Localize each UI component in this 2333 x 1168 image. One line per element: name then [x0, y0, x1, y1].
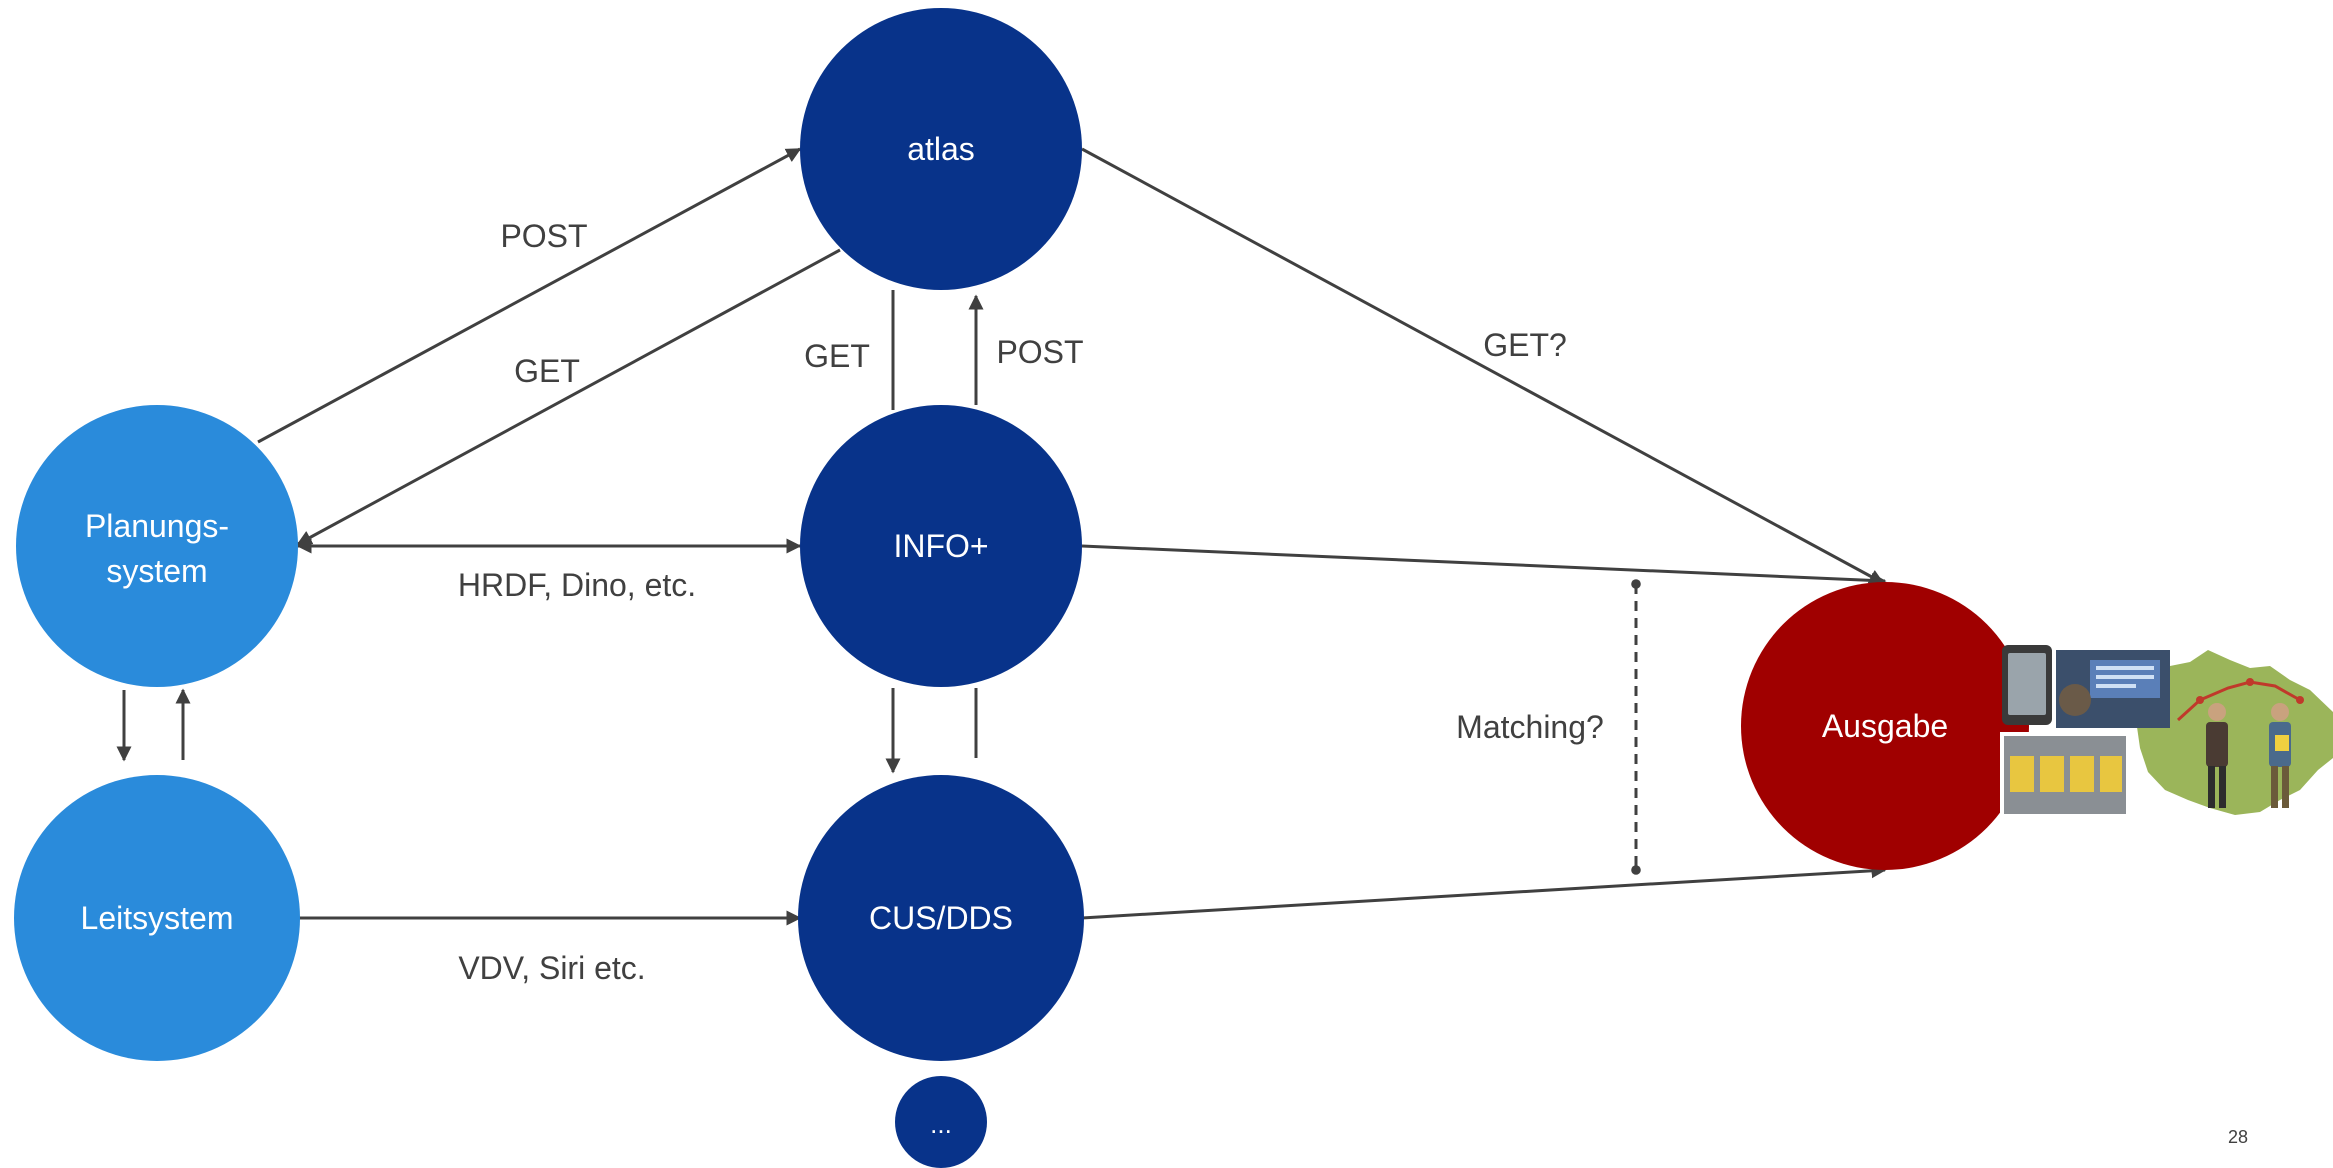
node-leitsystem-circle — [14, 775, 300, 1061]
node-planungssystem-circle — [16, 405, 298, 687]
edge-info-to-ausgabe — [1081, 544, 1887, 588]
node-atlas-label: atlas — [907, 131, 975, 167]
edge-atlas-to-planung — [296, 248, 841, 546]
node-ausgabe-circle — [1741, 582, 2029, 870]
node-ausgabe-label: Ausgabe — [1822, 708, 1948, 744]
node-more: ... — [895, 1076, 987, 1168]
node-info-plus-circle — [800, 405, 1082, 687]
node-atlas: atlas — [800, 8, 1082, 290]
node-ausgabe: Ausgabe — [1741, 582, 2029, 870]
traveler-left-icon — [2206, 703, 2228, 808]
label-vdv: VDV, Siri etc. — [458, 950, 645, 986]
smartphone-icon — [2002, 645, 2052, 725]
page-number: 28 — [2227, 1127, 2248, 1147]
label-matching: Matching? — [1456, 709, 1604, 745]
edge-atlas-to-ausgabe — [1081, 147, 1885, 585]
edge-labels: POST GET GET POST GET? HRDF, Dino, etc. … — [458, 218, 1604, 986]
node-planungssystem-label-line2: system — [106, 553, 207, 589]
node-more-circle — [895, 1076, 987, 1168]
info-screen-photo-icon — [2056, 650, 2170, 728]
node-cus-dds-circle — [798, 775, 1084, 1061]
edge-planung-to-atlas — [257, 147, 802, 444]
node-info-plus: INFO+ — [800, 405, 1082, 687]
traveler-right-icon — [2269, 703, 2291, 808]
node-cus-dds: CUS/DDS — [798, 775, 1084, 1061]
node-leitsystem-label: Leitsystem — [81, 900, 234, 936]
edge-cus-to-ausgabe — [1081, 863, 1887, 920]
node-more-label: ... — [930, 1109, 952, 1139]
node-info-plus-label: INFO+ — [893, 528, 988, 564]
node-atlas-circle — [800, 8, 1082, 290]
label-get-atlas-info: GET — [804, 338, 870, 374]
label-post-planung-atlas: POST — [500, 218, 587, 254]
departure-board-photo-icon — [2000, 732, 2130, 818]
label-get-atlas-planung: GET — [514, 353, 580, 389]
node-planungssystem-label-line1: Planungs- — [85, 508, 229, 544]
label-post-info-atlas: POST — [996, 334, 1083, 370]
rail-line — [2176, 680, 2301, 722]
output-media-image — [2000, 645, 2333, 818]
node-planungssystem: Planungs- system — [16, 405, 298, 687]
label-get-atlas-ausgabe: GET? — [1483, 327, 1567, 363]
node-leitsystem: Leitsystem — [14, 775, 300, 1061]
edges — [116, 147, 1887, 926]
node-cus-dds-label: CUS/DDS — [869, 900, 1013, 936]
label-hrdf: HRDF, Dino, etc. — [458, 567, 696, 603]
